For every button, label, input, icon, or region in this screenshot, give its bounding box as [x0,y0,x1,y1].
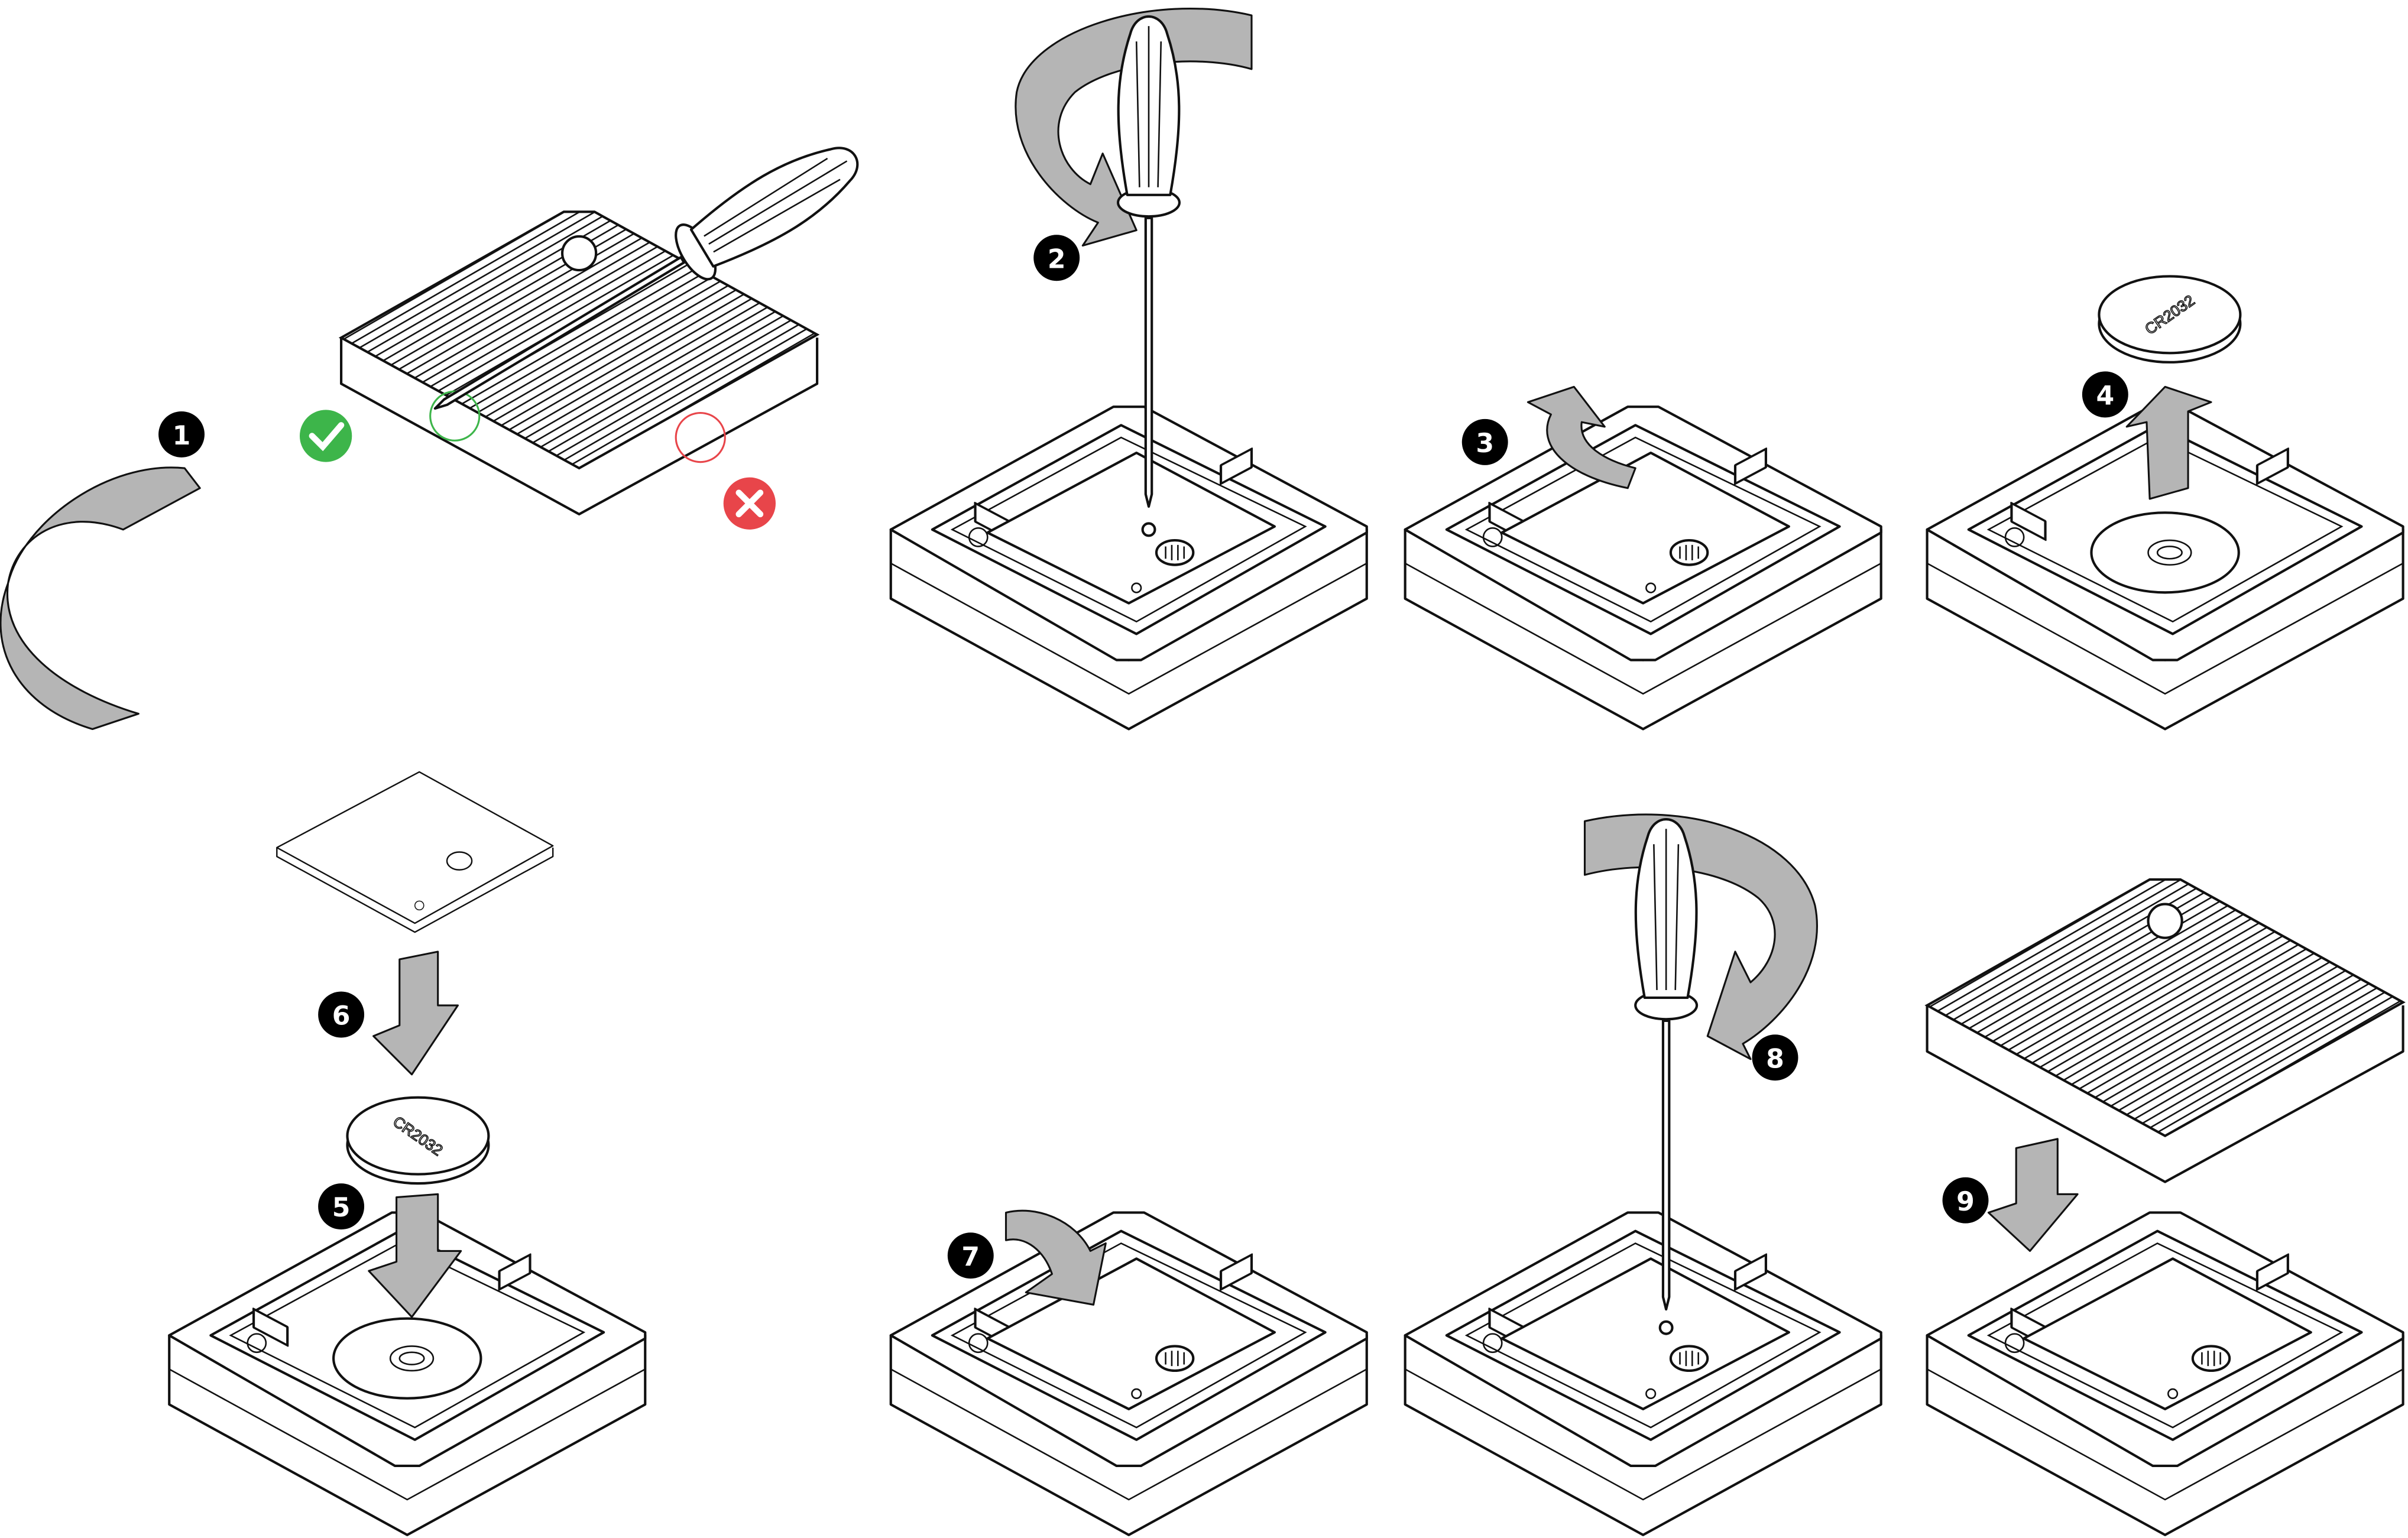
device-base [1927,407,2403,729]
battery-cover-plate [276,771,554,933]
step-badge-9: 9 [1942,1177,1989,1224]
step-number: 9 [1956,1187,1975,1217]
step-9-panel [1927,880,2403,1535]
step-badge-3: 3 [1461,418,1508,465]
correct-pry-point [429,390,481,442]
step-badge-5: 5 [318,1183,365,1230]
wrong-pry-point [675,411,726,463]
step-number: 6 [332,1001,351,1031]
screw [1141,522,1156,537]
device-base [891,407,1367,729]
step-4-panel: CR2032 [1927,276,2403,729]
step-7-panel [891,1209,1367,1535]
step-number: 5 [332,1193,351,1223]
rotate-arrow [1015,8,1253,247]
step-8-panel [1405,813,1881,1535]
insert-arrow [368,1193,462,1318]
step-6-panel [276,771,554,1076]
remove-arrow [2125,385,2212,500]
rotate-arrow [0,466,201,731]
step-1-panel [0,130,871,731]
step-number: 2 [1048,244,1066,274]
step-badge-7: 7 [947,1232,994,1279]
device-base [1405,1212,1881,1534]
step-badge-6: 6 [318,991,365,1038]
step-badge-4: 4 [2082,371,2128,418]
lift-arrow [1527,385,1636,489]
coin-battery: CR2032 [2099,276,2240,362]
coin-battery: CR2032 [347,1098,488,1183]
device-base [1927,1212,2403,1534]
step-badge-1: 1 [158,411,205,457]
step-number: 7 [961,1242,980,1272]
device-base [169,1212,645,1534]
step-badge-8: 8 [1752,1034,1798,1081]
step-3-panel [1405,385,1881,729]
top-cover [1927,880,2403,1182]
step-2-panel [891,8,1367,729]
closed-device [341,212,817,514]
step-number: 4 [2096,381,2114,411]
step-number: 1 [173,421,191,451]
down-arrow [1987,1138,2079,1252]
step-number: 3 [1476,429,1494,459]
rotate-arrow [1583,813,1819,1060]
step-number: 8 [1766,1044,1784,1074]
step-5-panel: CR2032 [169,1098,645,1535]
screw [1658,1320,1674,1335]
down-arrow [372,950,459,1076]
place-arrow [1004,1209,1107,1306]
check-icon [299,410,352,462]
cross-icon [723,477,776,530]
step-badge-2: 2 [1033,235,1080,281]
